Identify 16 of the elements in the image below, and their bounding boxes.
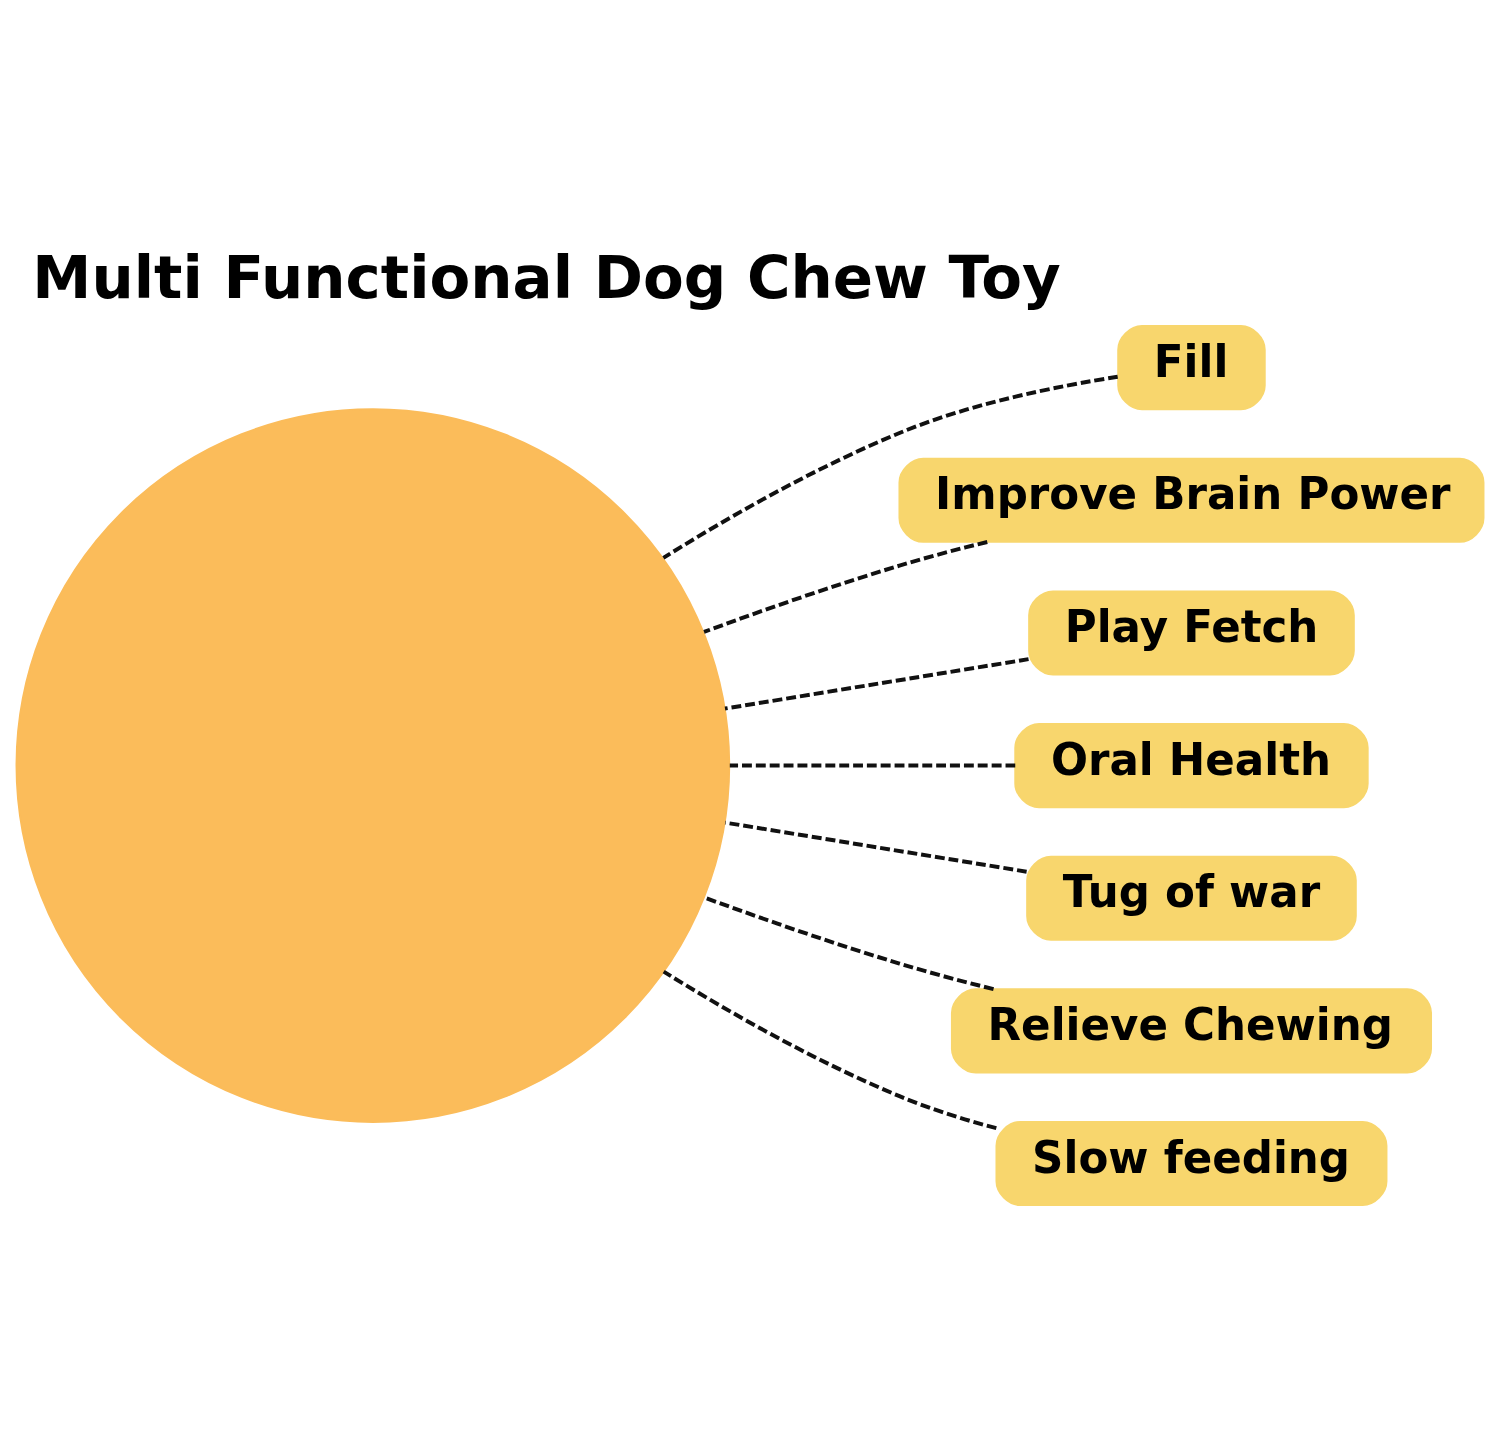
- diagram-title: Multi Functional Dog Chew Toy: [32, 242, 1061, 312]
- node-circle: [15, 407, 731, 1123]
- node-box: Tug of war: [1026, 855, 1357, 941]
- connector: [662, 969, 997, 1130]
- node-box: Fill: [1117, 324, 1266, 410]
- node-box: Play Fetch: [1028, 589, 1355, 675]
- node-box: Oral Health: [1014, 722, 1369, 808]
- node-box: Improve Brain Power: [898, 457, 1485, 543]
- node-box: Slow feeding: [995, 1120, 1388, 1206]
- node-box: Relieve Chewing: [950, 987, 1432, 1073]
- connector: [729, 763, 1016, 768]
- connector: [703, 895, 994, 991]
- connector: [662, 374, 1118, 560]
- connector: [724, 820, 1027, 874]
- connector: [724, 656, 1029, 711]
- connector: [703, 539, 988, 634]
